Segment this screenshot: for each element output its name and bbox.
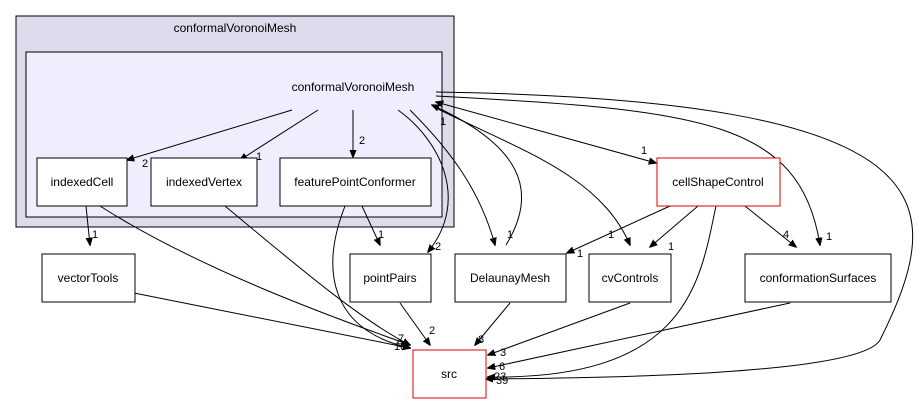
edge-label-DelaunayMesh-cvm[interactable]: 1: [440, 116, 446, 128]
node-cvControls[interactable]: cvControls: [588, 253, 672, 303]
node-cellShapeControl[interactable]: cellShapeControl: [656, 157, 781, 207]
edge-cvm-DelaunayMesh: [409, 109, 495, 245]
node-conformationSurfaces[interactable]: conformationSurfaces: [744, 253, 892, 303]
node-cellShapeControl-label: cellShapeControl: [672, 175, 763, 189]
node-vectorTools[interactable]: vectorTools: [41, 253, 136, 303]
edge-featurePointConformer-src: [332, 205, 410, 348]
edge-cvm-indexedCell: [127, 109, 293, 160]
edge-label-cvControls-src[interactable]: 3: [500, 347, 506, 359]
edge-cvm-indexedVertex: [240, 109, 319, 160]
node-cellShapeControl-box: [656, 157, 781, 207]
node-vectorTools-box: [41, 253, 136, 303]
edge-indexedVertex-src: [224, 205, 410, 345]
edge-cvm-pointPairs: [397, 109, 449, 252]
node-indexedVertex-box: [150, 157, 258, 207]
edge-cellShapeControl-conformationSurfaces: [744, 205, 796, 247]
edge-label-pointPairs-src[interactable]: 2: [429, 325, 435, 337]
edge-indexedCell-src: [99, 205, 410, 345]
edge-cellShapeControl-DelaunayMesh: [567, 205, 671, 253]
edge-label-indexedCell-vectorTools[interactable]: 1: [92, 229, 98, 241]
edge-cvm-cellShapeControl: [436, 102, 656, 163]
node-DelaunayMesh[interactable]: DelaunayMesh: [454, 253, 567, 303]
edge-label-cvm-indexedCell[interactable]: 2: [142, 158, 148, 170]
node-pointPairs-label: pointPairs: [363, 271, 416, 285]
edge-cvm-src: [435, 91, 914, 379]
node-pointPairs-box: [349, 253, 432, 303]
edge-label-src-d[interactable]: 23: [494, 371, 506, 383]
node-pointPairs[interactable]: pointPairs: [349, 253, 432, 303]
outer-cluster-label[interactable]: conformalVoronoiMesh: [174, 21, 297, 35]
edge-label-cvm-indexedVertex[interactable]: 1: [256, 151, 262, 163]
edge-label-cvm-featurePointConformer[interactable]: 2: [359, 135, 365, 147]
edge-label-DelaunayMesh-src[interactable]: 8: [478, 334, 484, 346]
node-indexedCell-label: indexedCell: [51, 175, 114, 189]
node-DelaunayMesh-label: DelaunayMesh: [470, 271, 550, 285]
node-indexedCell[interactable]: indexedCell: [36, 157, 128, 207]
edge-label-featurePointConformer-pointPairs[interactable]: 1: [378, 229, 384, 241]
node-conformationSurfaces-box: [744, 253, 892, 303]
edge-label-cellShapeControl-DelaunayMesh[interactable]: 1: [577, 248, 583, 260]
node-src-box: [412, 349, 487, 399]
node-cvControls-box: [588, 253, 672, 303]
edge-label-cellShapeControl-cvControls[interactable]: 1: [668, 241, 674, 253]
edges: [86, 91, 914, 379]
edge-cvControls-src: [488, 302, 631, 355]
edge-DelaunayMesh-src: [475, 302, 511, 345]
inner-cluster-label[interactable]: conformalVoronoiMesh: [292, 80, 415, 94]
node-cvControls-label: cvControls: [602, 271, 659, 285]
node-vectorTools-label: vectorTools: [58, 271, 119, 285]
node-src[interactable]: src: [412, 349, 487, 399]
edge-cvm-conformationSurfaces: [435, 95, 820, 245]
edge-pointPairs-src: [399, 302, 430, 345]
node-indexedCell-box: [36, 157, 128, 207]
node-featurePointConformer[interactable]: featurePointConformer: [279, 157, 432, 207]
edge-cellShapeControl-cvControls: [650, 205, 699, 247]
node-src-label: src: [441, 367, 457, 381]
edge-label-src-e[interactable]: 39: [496, 375, 508, 387]
edge-label-src-c[interactable]: 9: [397, 338, 403, 350]
edge-label-src-a[interactable]: 7: [398, 333, 404, 345]
edge-conformationSurfaces-src: [488, 302, 791, 368]
edge-labels: 2 1 2 2 1 1 1 1 1 1 1 1 1 4 2 8 3 6 7 10…: [92, 116, 832, 387]
node-indexedVertex-label: indexedVertex: [166, 175, 242, 189]
node-conformationSurfaces-label: conformationSurfaces: [760, 271, 877, 285]
edge-label-src-b[interactable]: 10: [394, 341, 406, 353]
edge-vectorTools-src: [133, 292, 410, 348]
edge-label-conformationSurfaces-src[interactable]: 6: [499, 361, 505, 373]
edge-label-cvm-cellShapeControl[interactable]: 1: [641, 145, 647, 157]
node-indexedVertex[interactable]: indexedVertex: [150, 157, 258, 207]
node-featurePointConformer-label: featurePointConformer: [294, 175, 415, 189]
node-DelaunayMesh-box: [454, 253, 567, 303]
edge-indexedCell-vectorTools: [86, 205, 90, 245]
edge-label-cvm-cvControls[interactable]: 1: [608, 229, 614, 241]
edge-cellShapeControl-src: [488, 205, 717, 377]
edge-label-cvm-conformationSurfaces[interactable]: 1: [826, 231, 832, 243]
edge-label-cellShapeControl-conformationSurfaces[interactable]: 4: [783, 229, 789, 241]
edge-label-cvm-pointPairs[interactable]: 2: [435, 241, 441, 253]
edge-featurePointConformer-pointPairs: [361, 205, 380, 245]
edge-label-cvm-DelaunayMesh[interactable]: 1: [507, 229, 513, 241]
node-featurePointConformer-box: [279, 157, 432, 207]
